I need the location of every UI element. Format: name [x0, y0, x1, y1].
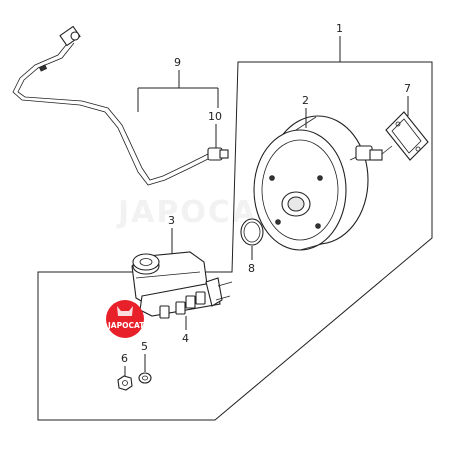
svg-text:2: 2 [302, 94, 309, 107]
svg-text:6: 6 [121, 352, 128, 365]
japocat-logo: JAPOCAT [106, 300, 145, 338]
svg-text:7: 7 [404, 82, 411, 95]
o-ring[interactable] [240, 218, 264, 246]
callout-2: 2 [302, 94, 309, 128]
callout-9: 9 [137, 56, 219, 112]
gasket[interactable] [385, 111, 429, 161]
brake-pipe[interactable] [12, 25, 229, 186]
master-cylinder[interactable] [131, 251, 233, 319]
svg-text:10: 10 [208, 110, 222, 123]
nut[interactable] [117, 375, 133, 391]
callout-10: 10 [208, 110, 222, 148]
callout-3: 3 [168, 214, 175, 254]
svg-text:5: 5 [141, 340, 148, 353]
svg-text:1: 1 [336, 22, 343, 35]
washer[interactable] [138, 372, 152, 384]
callout-8: 8 [248, 246, 255, 275]
svg-text:9: 9 [174, 56, 181, 69]
svg-text:JAPOCAT: JAPOCAT [107, 321, 145, 330]
svg-text:3: 3 [168, 214, 175, 227]
callout-6: 6 [121, 352, 128, 376]
brake-booster[interactable] [253, 115, 393, 251]
callout-5: 5 [141, 340, 148, 372]
assembly-frame [37, 61, 433, 421]
callout-7: 7 [404, 82, 411, 116]
callout-1: 1 [336, 22, 343, 62]
svg-text:4: 4 [182, 332, 189, 345]
svg-text:8: 8 [248, 262, 255, 275]
callout-4: 4 [182, 316, 189, 345]
